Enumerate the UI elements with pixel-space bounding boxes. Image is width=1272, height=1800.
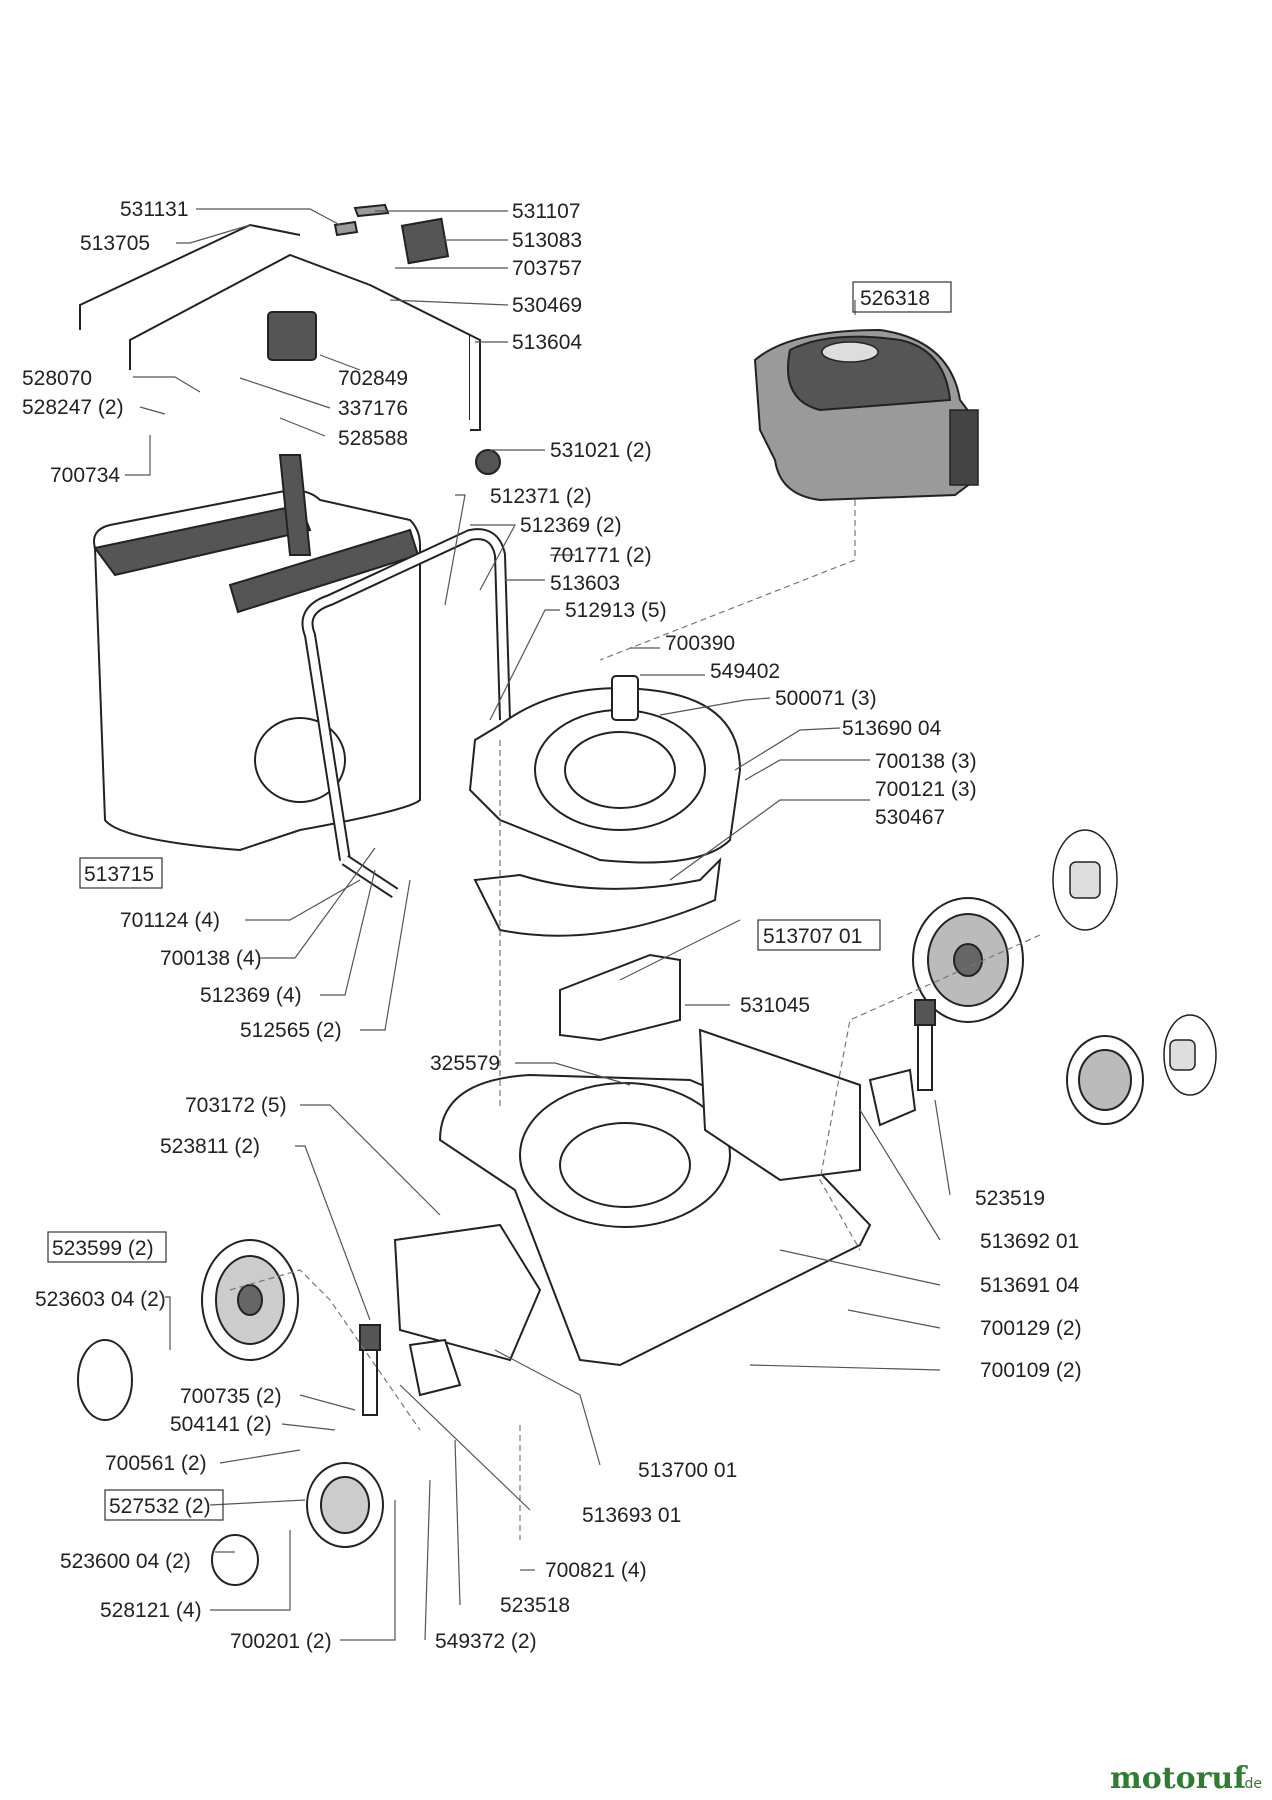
watermark-logo: motoruf .de [1110, 1761, 1262, 1796]
part-label: 700109 (2) [980, 1359, 1082, 1382]
knob-531021 [475, 449, 501, 475]
part-label: 700138 (4) [160, 947, 262, 970]
rear-wheel-right [912, 897, 1024, 1023]
part-label: 549372 (2) [435, 1630, 537, 1653]
part-label: 700561 (2) [105, 1452, 207, 1475]
part-label: 512565 (2) [240, 1019, 342, 1042]
part-label: 549402 [710, 660, 780, 683]
part-label: 700121 (3) [875, 778, 977, 801]
part-label: 513604 [512, 331, 582, 354]
cable-clip-531107 [353, 203, 390, 218]
front-wheel-lower [306, 1462, 384, 1548]
part-label: 504141 (2) [170, 1413, 272, 1436]
boxed-label-526318: 526318 [852, 281, 952, 313]
part-label: 513603 [550, 572, 620, 595]
part-label: 702849 [338, 367, 408, 390]
part-label: 700735 (2) [180, 1385, 282, 1408]
engine-control-box [267, 311, 317, 361]
part-label: 513707 01 [763, 925, 862, 948]
part-label: 701771 (2) [550, 544, 652, 567]
part-label: 526318 [860, 287, 930, 310]
deck-top-513690 [468, 687, 742, 864]
part-label: 528070 [22, 367, 92, 390]
part-label: 512369 (4) [200, 984, 302, 1007]
part-label: 513083 [512, 229, 582, 252]
chute-531045 [559, 953, 681, 1042]
part-labels: 531131 531107 513705 513083 703757 53046… [22, 198, 1082, 1653]
part-label: 530467 [875, 806, 945, 829]
part-label: 500071 (3) [775, 687, 877, 710]
part-label: 523518 [500, 1594, 570, 1617]
adjuster-right [914, 999, 936, 1026]
part-label: 512371 (2) [490, 485, 592, 508]
part-label: 700821 (4) [545, 1559, 647, 1582]
part-label: 531045 [740, 994, 810, 1017]
part-label: 513715 [84, 863, 154, 886]
baffle-513707 [473, 857, 722, 937]
part-label: 512913 (5) [565, 599, 667, 622]
part-label: 531107 [512, 200, 581, 223]
hub-cap-523603 [77, 1339, 133, 1421]
part-label: 528588 [338, 427, 408, 450]
part-label: 703172 (5) [185, 1094, 287, 1117]
part-label: 700201 (2) [230, 1630, 332, 1653]
part-label: 513692 01 [980, 1230, 1079, 1253]
part-label: 523811 (2) [160, 1135, 260, 1158]
boxed-label-513715: 513715 [79, 857, 163, 889]
spacer-549402 [611, 675, 639, 721]
part-label: 528121 (4) [100, 1599, 202, 1622]
bracket-523518 [408, 1338, 462, 1397]
part-label: 527532 (2) [109, 1495, 211, 1518]
hub-cap-523600 [211, 1534, 259, 1586]
part-label: 700734 [50, 464, 120, 487]
part-label: 528247 (2) [22, 396, 124, 419]
part-label: 513691 04 [980, 1274, 1080, 1297]
part-label: 325579 [430, 1052, 500, 1075]
part-label: 700138 (3) [875, 750, 977, 773]
leader-lines [125, 208, 951, 1641]
adjuster-left [359, 1324, 381, 1351]
part-label: 513700 01 [638, 1459, 737, 1482]
part-label: 701124 (4) [120, 909, 220, 932]
boxed-label-513707: 513707 01 [757, 919, 881, 951]
part-label: 700390 [665, 632, 735, 655]
part-label: 513693 01 [582, 1504, 681, 1527]
part-label: 703757 [512, 257, 582, 280]
part-label: 530469 [512, 294, 582, 317]
part-label: 513705 [80, 232, 150, 255]
part-label: 531131 [120, 198, 189, 221]
part-label: 512369 (2) [520, 514, 622, 537]
svg-text:motoruf: motoruf [1110, 1761, 1248, 1796]
boxed-label-523599: 523599 (2) [47, 1231, 167, 1263]
part-label: 523519 [975, 1187, 1045, 1210]
switch-box-513083 [400, 217, 450, 265]
clip-531131 [333, 220, 359, 237]
part-label: 531021 (2) [550, 439, 652, 462]
part-label: 523600 04 (2) [60, 1550, 191, 1573]
part-label: 337176 [338, 397, 408, 420]
part-label: 513690 04 [842, 717, 942, 740]
parts-illustration [77, 203, 1217, 1586]
boxed-label-527532: 527532 (2) [104, 1489, 224, 1521]
bracket-523519 [868, 1068, 917, 1127]
part-label: 523599 (2) [52, 1237, 154, 1260]
rear-wheel-small [1066, 1035, 1144, 1125]
part-label: 700129 (2) [980, 1317, 1082, 1340]
svg-text:.de: .de [1240, 1776, 1262, 1792]
front-wheel-left [201, 1239, 299, 1361]
part-label: 523603 04 (2) [35, 1288, 166, 1311]
